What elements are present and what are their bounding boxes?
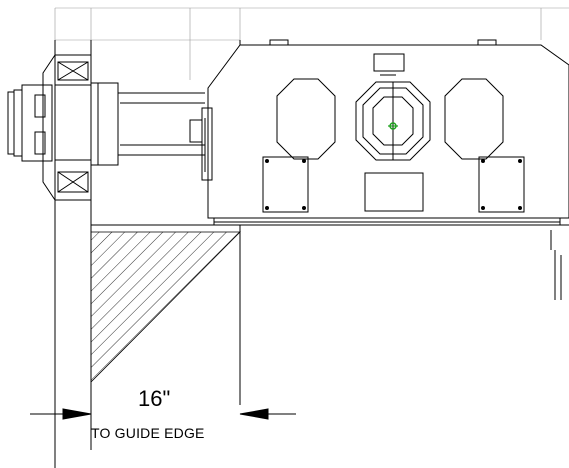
filter-octagon-left	[276, 78, 336, 160]
filter-octagon-center	[355, 81, 431, 161]
dimension-arrows	[30, 408, 296, 420]
hood-body	[189, 39, 569, 225]
duct-collar	[7, 53, 56, 202]
dimension-label: TO GUIDE EDGE	[91, 425, 205, 441]
access-panels	[262, 156, 525, 213]
dimension-value: 16"	[138, 386, 171, 411]
clearance-hatch	[90, 231, 241, 383]
construction-lines	[54, 7, 569, 80]
filter-octagon-right	[444, 78, 504, 160]
guide-lines	[91, 224, 569, 405]
connector-ducts	[90, 82, 205, 166]
wall-column	[54, 40, 92, 468]
